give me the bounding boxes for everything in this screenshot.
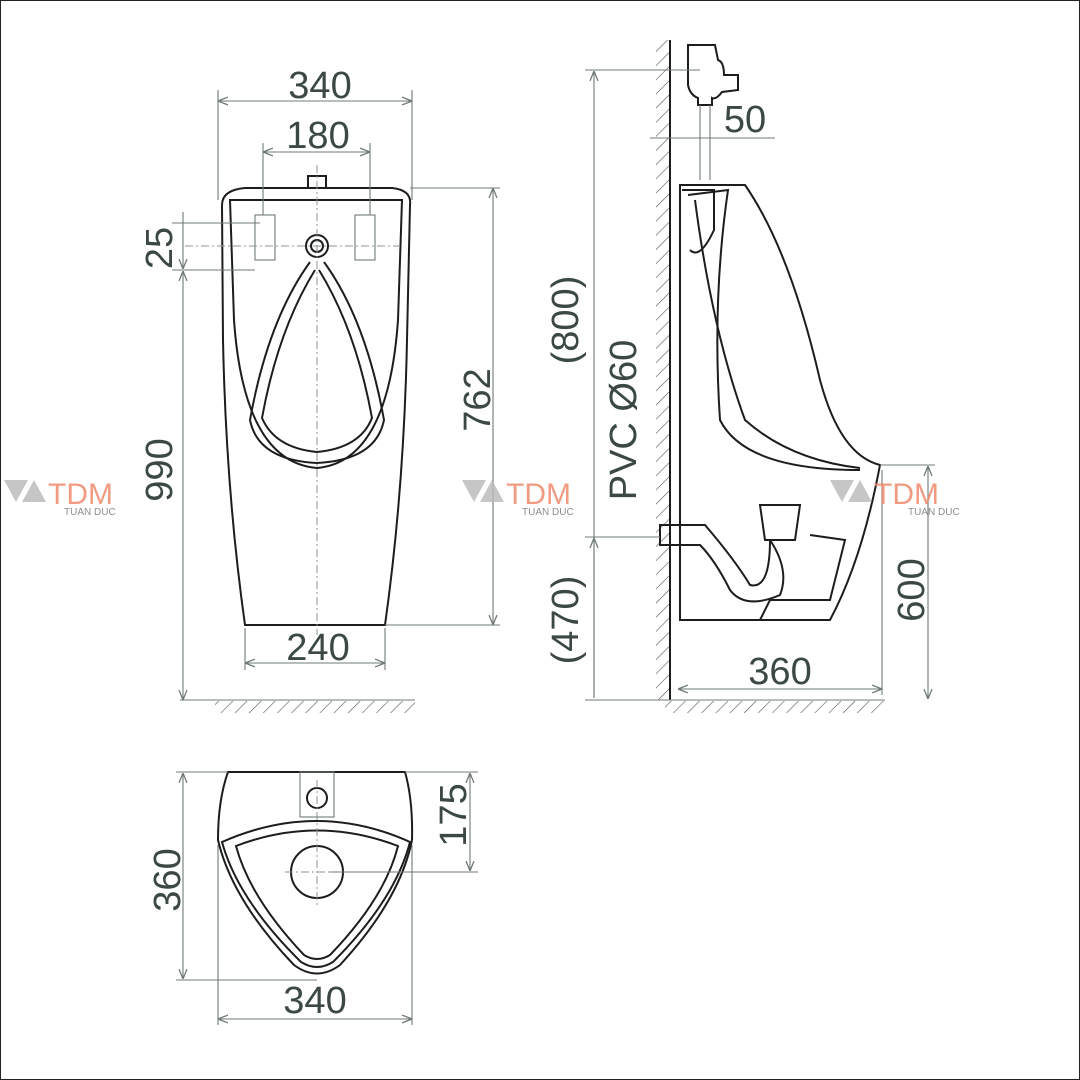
- dim-width-top: 340: [288, 65, 351, 107]
- top-body-outline: [216, 771, 414, 975]
- watermark-center: TDM TUAN DUC: [462, 478, 574, 518]
- floor-hatch-side: [665, 701, 885, 713]
- dim-body-height: 762: [457, 368, 499, 431]
- dim-inlet-offset: 175: [433, 783, 475, 846]
- dim-bracket-spacing: 180: [286, 115, 349, 157]
- side-view: (800) PVC Ø60 (470) 50 600 360: [545, 40, 935, 713]
- logo-mark-icon: [462, 480, 504, 502]
- flush-valve: [687, 44, 739, 106]
- wall-hatch: [656, 40, 669, 700]
- dim-wall-offset: 50: [724, 99, 766, 141]
- front-tray-outline: [228, 199, 404, 470]
- svg-text:TDM: TDM: [48, 478, 113, 511]
- svg-text:TUAN DUC: TUAN DUC: [522, 507, 574, 518]
- base-cavity: [680, 534, 847, 621]
- pipe-label: PVC Ø60: [603, 340, 645, 501]
- logo-mark-icon: [4, 480, 46, 502]
- dim-outlet-height: (470): [545, 576, 587, 665]
- side-glaze-line: [694, 199, 861, 469]
- floor-hatch: [215, 701, 415, 713]
- bracket-right: [354, 214, 376, 261]
- side-body-outline: [679, 184, 882, 621]
- logo-mark-icon: [830, 480, 872, 502]
- top-view: 360 175 340: [147, 771, 478, 1025]
- front-view: 340 180 25 990 762 240: [139, 65, 500, 713]
- svg-text:TUAN DUC: TUAN DUC: [64, 507, 116, 518]
- front-body-outline: [220, 187, 412, 626]
- dim-valve-height: (800): [545, 276, 587, 365]
- dim-top-width: 340: [283, 980, 346, 1022]
- dim-base-width: 240: [286, 627, 349, 669]
- side-bowl-inner: [687, 188, 861, 471]
- watermark-left: TDM TUAN DUC: [4, 478, 116, 518]
- watermark-right: TDM TUAN DUC: [830, 478, 960, 518]
- dim-bracket-offset: 25: [139, 227, 181, 269]
- front-splash-guard: [248, 261, 386, 465]
- svg-text:TUAN DUC: TUAN DUC: [908, 507, 960, 518]
- dim-total-height: 990: [139, 438, 181, 501]
- dim-rim-height: 600: [891, 558, 933, 621]
- dim-top-depth: 360: [147, 848, 189, 911]
- trap-cap: [758, 504, 802, 541]
- top-bowl-outer: [220, 820, 412, 968]
- top-bowl-inner: [234, 829, 400, 960]
- svg-text:TDM: TDM: [874, 478, 939, 511]
- bracket-left: [254, 214, 276, 261]
- front-splash-inner: [260, 269, 374, 454]
- svg-text:TDM: TDM: [506, 478, 571, 511]
- trap-pipe: [659, 524, 785, 603]
- dim-side-depth: 360: [748, 651, 811, 693]
- inlet-spreader: [682, 189, 715, 254]
